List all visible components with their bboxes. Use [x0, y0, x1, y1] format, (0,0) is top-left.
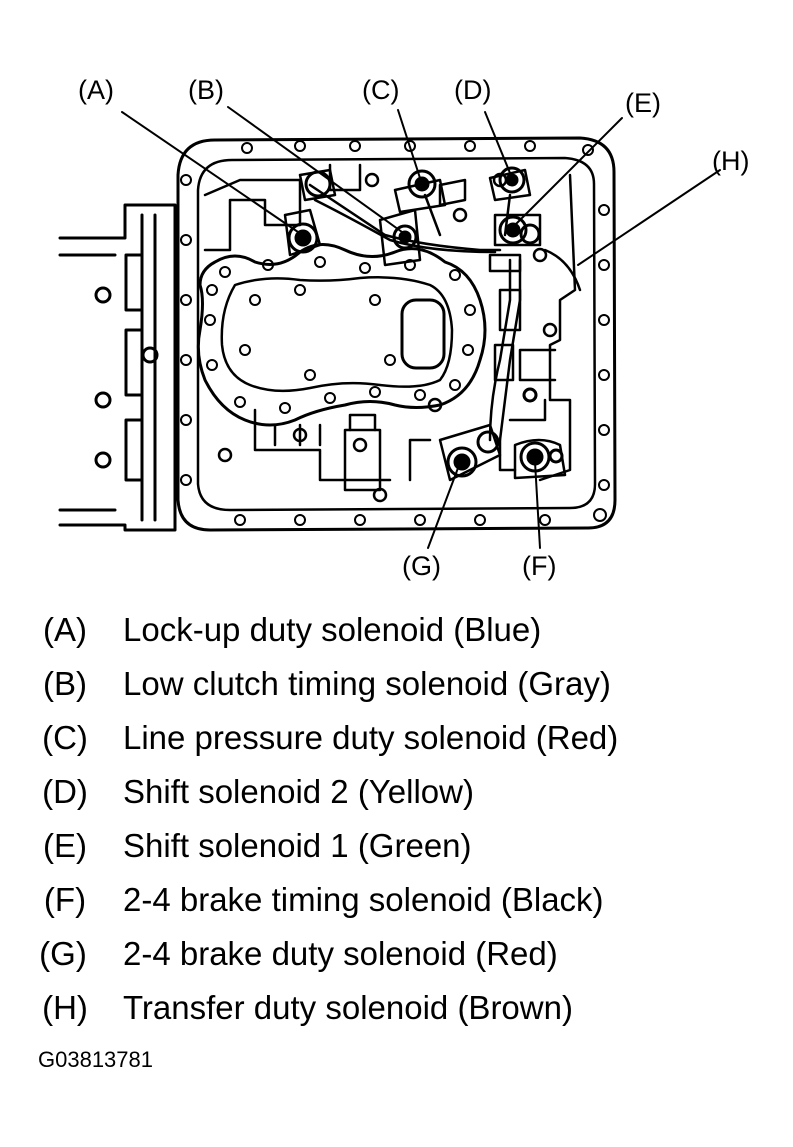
callout-d: (D) [454, 75, 492, 105]
callout-f: (F) [522, 551, 557, 581]
valve-body-diagram [58, 106, 721, 549]
leader-lines [121, 106, 721, 549]
legend-key: (C) [42, 719, 88, 756]
solenoid-c [393, 169, 467, 214]
legend-key: (E) [43, 827, 87, 864]
legend-key: (G) [39, 935, 87, 972]
solenoid-d [488, 166, 532, 202]
legend-key: (F) [43, 881, 87, 918]
figure-id: G03813781 [38, 1047, 153, 1072]
legend-key: (A) [43, 611, 87, 648]
solenoid-e [493, 213, 542, 247]
legend-key: (D) [42, 773, 88, 810]
solenoid-g [438, 423, 502, 482]
legend-desc: Low clutch timing solenoid (Gray) [123, 665, 611, 702]
callout-g: (G) [402, 551, 441, 581]
legend-desc: Line pressure duty solenoid (Red) [123, 719, 619, 756]
legend-desc: 2-4 brake duty solenoid (Red) [123, 935, 558, 972]
legend-desc: Transfer duty solenoid (Brown) [123, 989, 573, 1026]
legend-key: (H) [42, 989, 88, 1026]
legend-desc: 2-4 brake timing solenoid (Black) [123, 881, 604, 918]
callout-e: (E) [625, 88, 661, 118]
flange-bolts [180, 140, 610, 526]
oil-pan [176, 136, 617, 532]
solenoid-a [283, 208, 322, 257]
legend-desc: Shift solenoid 2 (Yellow) [123, 773, 474, 810]
solenoid-h [522, 387, 538, 403]
solenoid-f [513, 438, 567, 480]
callout-b: (B) [188, 75, 224, 105]
callout-h: (H) [712, 146, 750, 176]
solenoid-b [298, 168, 422, 267]
callout-a: (A) [78, 75, 114, 105]
transmission-case [58, 203, 177, 532]
callout-c: (C) [362, 75, 400, 105]
legend-desc: Lock-up duty solenoid (Blue) [123, 611, 542, 648]
legend-desc: Shift solenoid 1 (Green) [123, 827, 472, 864]
gasket-plate [196, 243, 487, 427]
legend-key: (B) [43, 665, 87, 702]
